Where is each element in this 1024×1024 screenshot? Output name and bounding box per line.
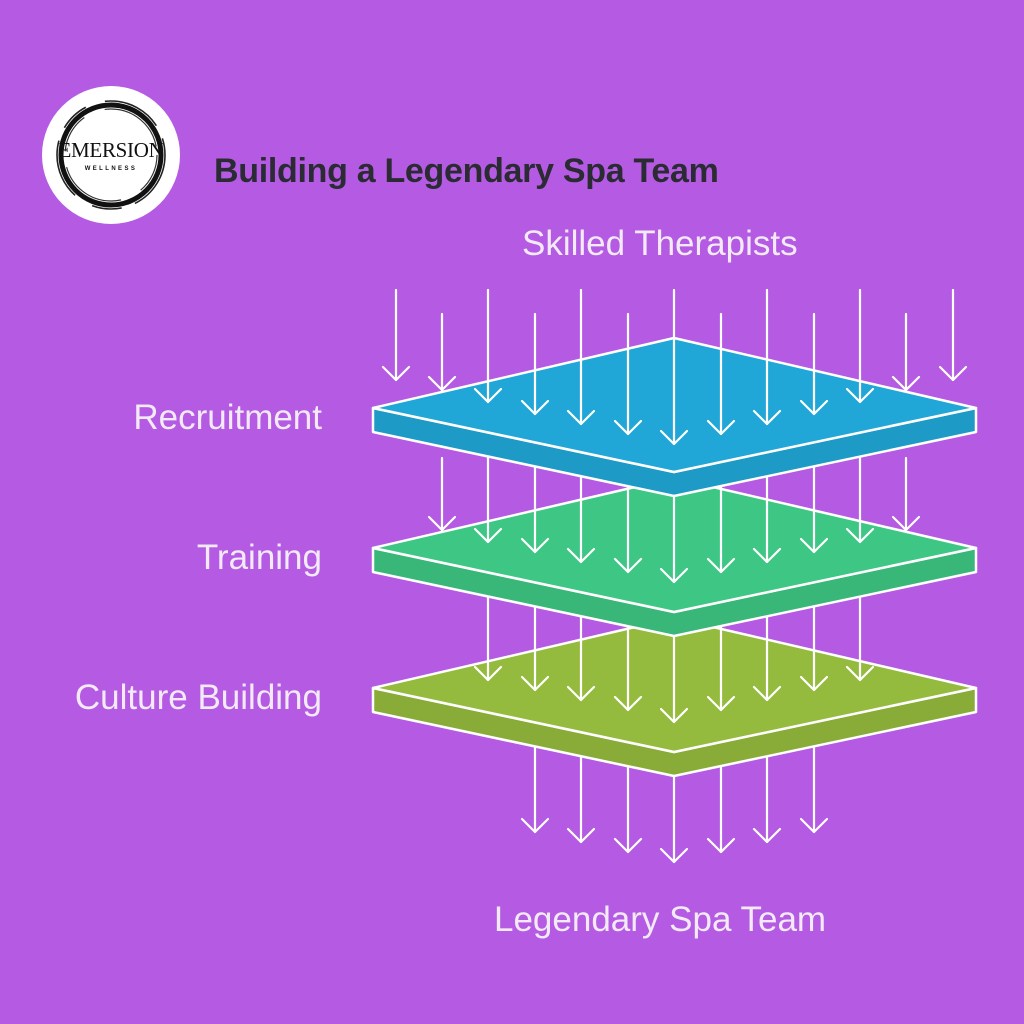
brush-ring-icon bbox=[56, 100, 166, 210]
output-arrow bbox=[659, 774, 689, 864]
output-label: Legendary Spa Team bbox=[494, 900, 827, 939]
input-arrow bbox=[706, 312, 736, 436]
input-arrow bbox=[799, 312, 829, 416]
arrow-to-training bbox=[520, 456, 550, 554]
emersion-wellness-logo: EMERSION WELLNESS bbox=[42, 86, 180, 224]
arrow-to-training bbox=[845, 456, 875, 544]
layer-label-recruitment: Recruitment bbox=[133, 398, 322, 437]
arrow-to-culture-building bbox=[473, 596, 503, 682]
output-arrow bbox=[752, 754, 782, 844]
logo-wordmark: EMERSION bbox=[58, 138, 164, 162]
input-arrow bbox=[752, 288, 782, 426]
input-arrow bbox=[427, 312, 457, 392]
arrow-to-training bbox=[427, 456, 457, 532]
page-title: Building a Legendary Spa Team bbox=[214, 152, 719, 190]
layer-label-culture-building: Culture Building bbox=[74, 678, 322, 717]
arrow-to-culture-building bbox=[845, 596, 875, 682]
input-arrow bbox=[473, 288, 503, 404]
arrow-to-culture-building bbox=[520, 596, 550, 692]
output-arrow bbox=[520, 746, 550, 834]
output-arrow bbox=[799, 746, 829, 834]
input-label: Skilled Therapists bbox=[522, 224, 798, 263]
input-arrow bbox=[845, 288, 875, 404]
arrow-to-training bbox=[799, 456, 829, 554]
input-arrow bbox=[613, 312, 643, 436]
input-arrow bbox=[566, 288, 596, 426]
output-arrow bbox=[566, 754, 596, 844]
layer-label-training: Training bbox=[196, 538, 322, 577]
arrow-to-training bbox=[891, 456, 921, 532]
input-arrow bbox=[938, 288, 968, 382]
input-arrow bbox=[381, 288, 411, 382]
output-arrow bbox=[613, 764, 643, 854]
input-arrow bbox=[891, 312, 921, 392]
input-arrow bbox=[520, 312, 550, 416]
output-arrow bbox=[706, 764, 736, 854]
arrow-to-culture-building bbox=[799, 596, 829, 692]
logo-subtitle: WELLNESS bbox=[84, 166, 138, 172]
input-arrow bbox=[659, 288, 689, 446]
arrow-to-training bbox=[473, 456, 503, 544]
